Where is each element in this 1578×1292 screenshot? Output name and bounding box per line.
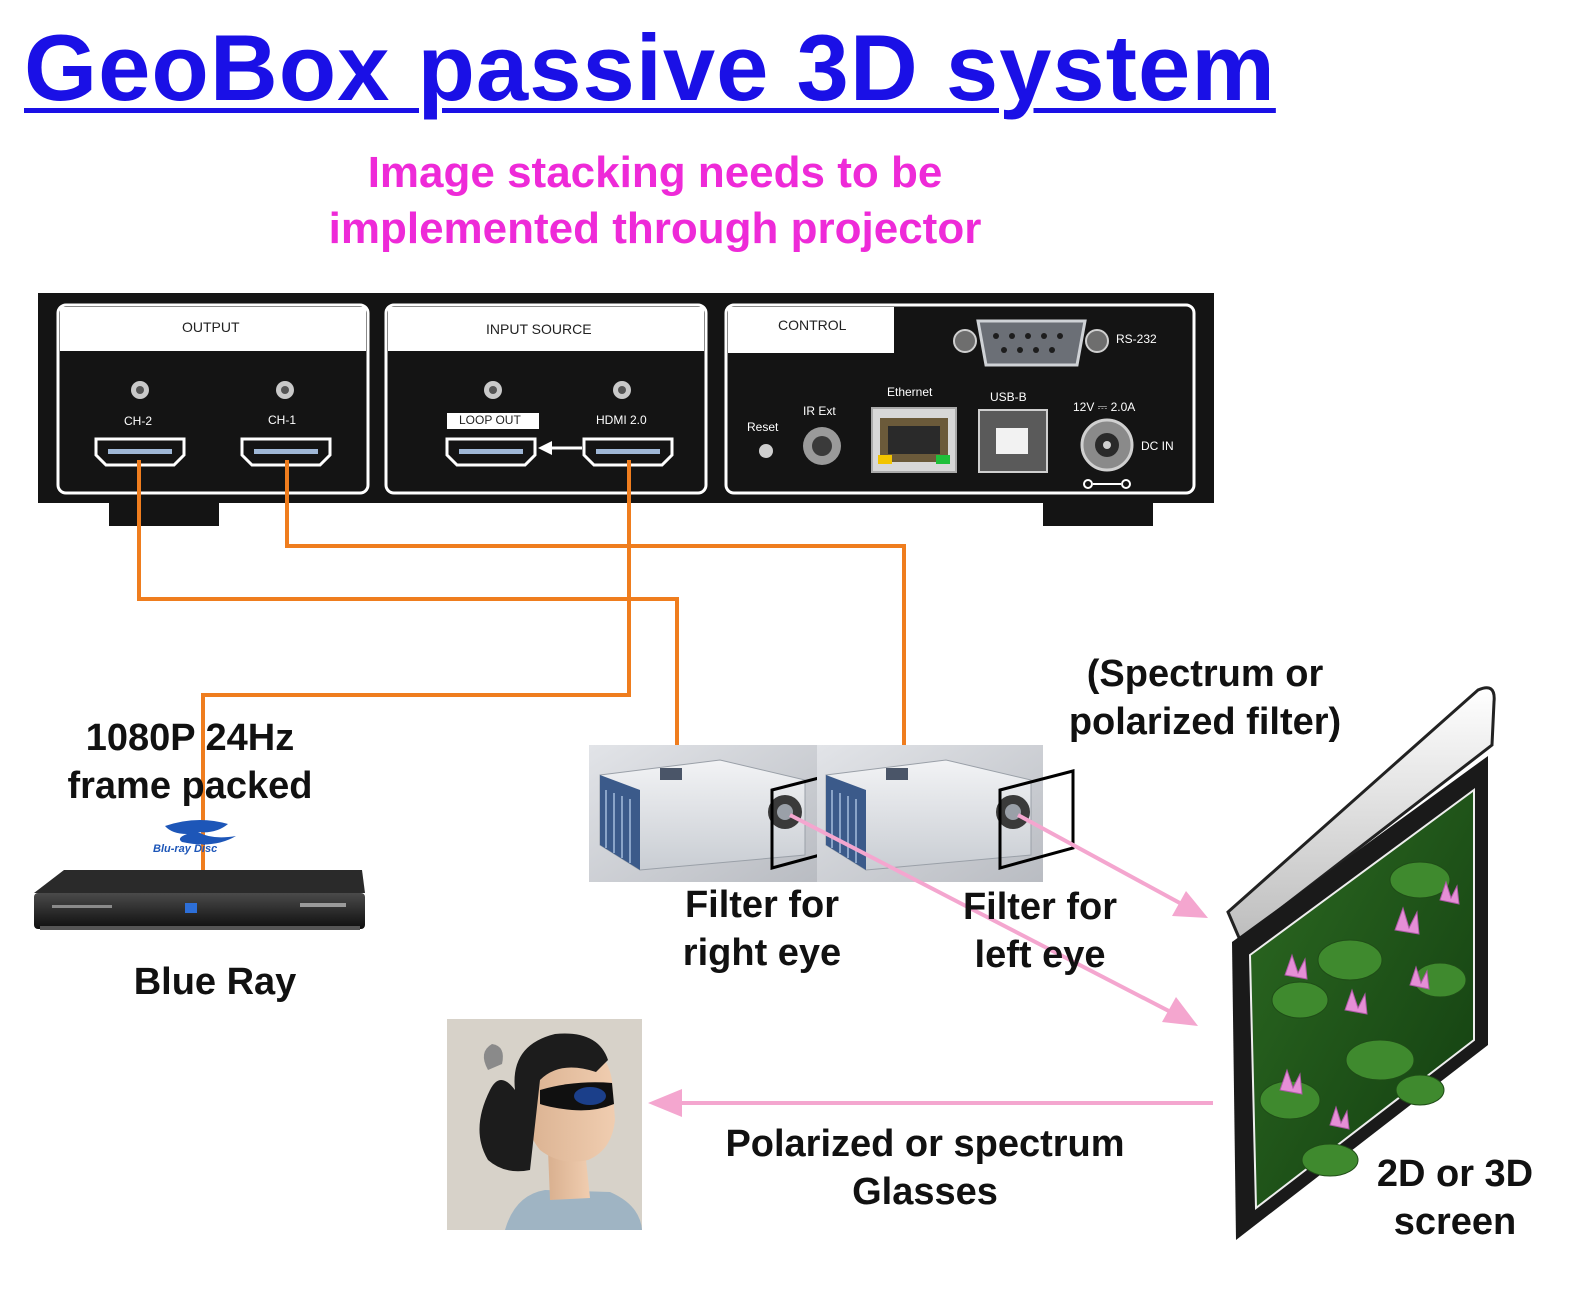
person-with-glasses bbox=[447, 1019, 642, 1230]
reset-button-label: Reset bbox=[747, 420, 779, 434]
hdmi-input-port-label: HDMI 2.0 bbox=[596, 413, 647, 427]
source-format-line-1: 1080P 24Hz bbox=[85, 717, 295, 759]
ch1-port-label: CH-1 bbox=[268, 413, 297, 427]
bluray-label: Blue Ray bbox=[133, 961, 297, 1003]
subtitle-line-2: implemented through projector bbox=[328, 204, 982, 253]
hdmi-cables bbox=[137, 460, 906, 870]
filter-note-line-1: (Spectrum or bbox=[1086, 653, 1324, 695]
arrow-heads bbox=[648, 891, 1208, 1117]
filter-left-eye-line-2: left eye bbox=[974, 934, 1106, 976]
subtitle-line-1: Image stacking needs to be bbox=[367, 148, 943, 197]
bluray-logo-icon bbox=[165, 819, 236, 845]
dc-in-port-label: DC IN bbox=[1141, 439, 1174, 453]
glasses-label-line-1: Polarized or spectrum bbox=[725, 1123, 1125, 1165]
ir-ext-port-label: IR Ext bbox=[803, 404, 836, 418]
loop-out-port-label: LOOP OUT bbox=[459, 413, 521, 427]
input-source-section-label: INPUT SOURCE bbox=[486, 321, 592, 337]
bluray-logo-text: Blu-ray Disc bbox=[153, 843, 218, 855]
screen-label-line-2: screen bbox=[1393, 1201, 1517, 1243]
rs232-port-label: RS-232 bbox=[1116, 332, 1157, 346]
output-section-label: OUTPUT bbox=[182, 319, 240, 335]
usb-b-port-label: USB-B bbox=[990, 390, 1027, 404]
ch2-port-label: CH-2 bbox=[124, 414, 153, 428]
ethernet-port-label: Ethernet bbox=[887, 385, 933, 399]
glasses-label-line-2: Glasses bbox=[852, 1171, 998, 1213]
projection-screen bbox=[1226, 686, 1496, 1240]
control-section-label: CONTROL bbox=[778, 317, 847, 333]
projector-right bbox=[589, 745, 848, 882]
projector-left bbox=[817, 745, 1075, 882]
projection-arrows bbox=[658, 813, 1213, 1108]
geobox-device bbox=[38, 293, 1214, 526]
filter-left-eye-line-1: Filter for bbox=[962, 886, 1118, 928]
screen-label-line-1: 2D or 3D bbox=[1376, 1153, 1534, 1195]
page-title[interactable]: GeoBox passive 3D system bbox=[24, 15, 1276, 120]
power-rating-label: 12V ⎓ 2.0A bbox=[1073, 400, 1136, 414]
bluray-player bbox=[34, 870, 365, 930]
source-format-line-2: frame packed bbox=[67, 765, 313, 807]
filter-right-eye-line-2: right eye bbox=[682, 932, 842, 974]
filter-note-line-2: polarized filter) bbox=[1068, 701, 1342, 743]
filter-right-eye-line-1: Filter for bbox=[684, 884, 840, 926]
